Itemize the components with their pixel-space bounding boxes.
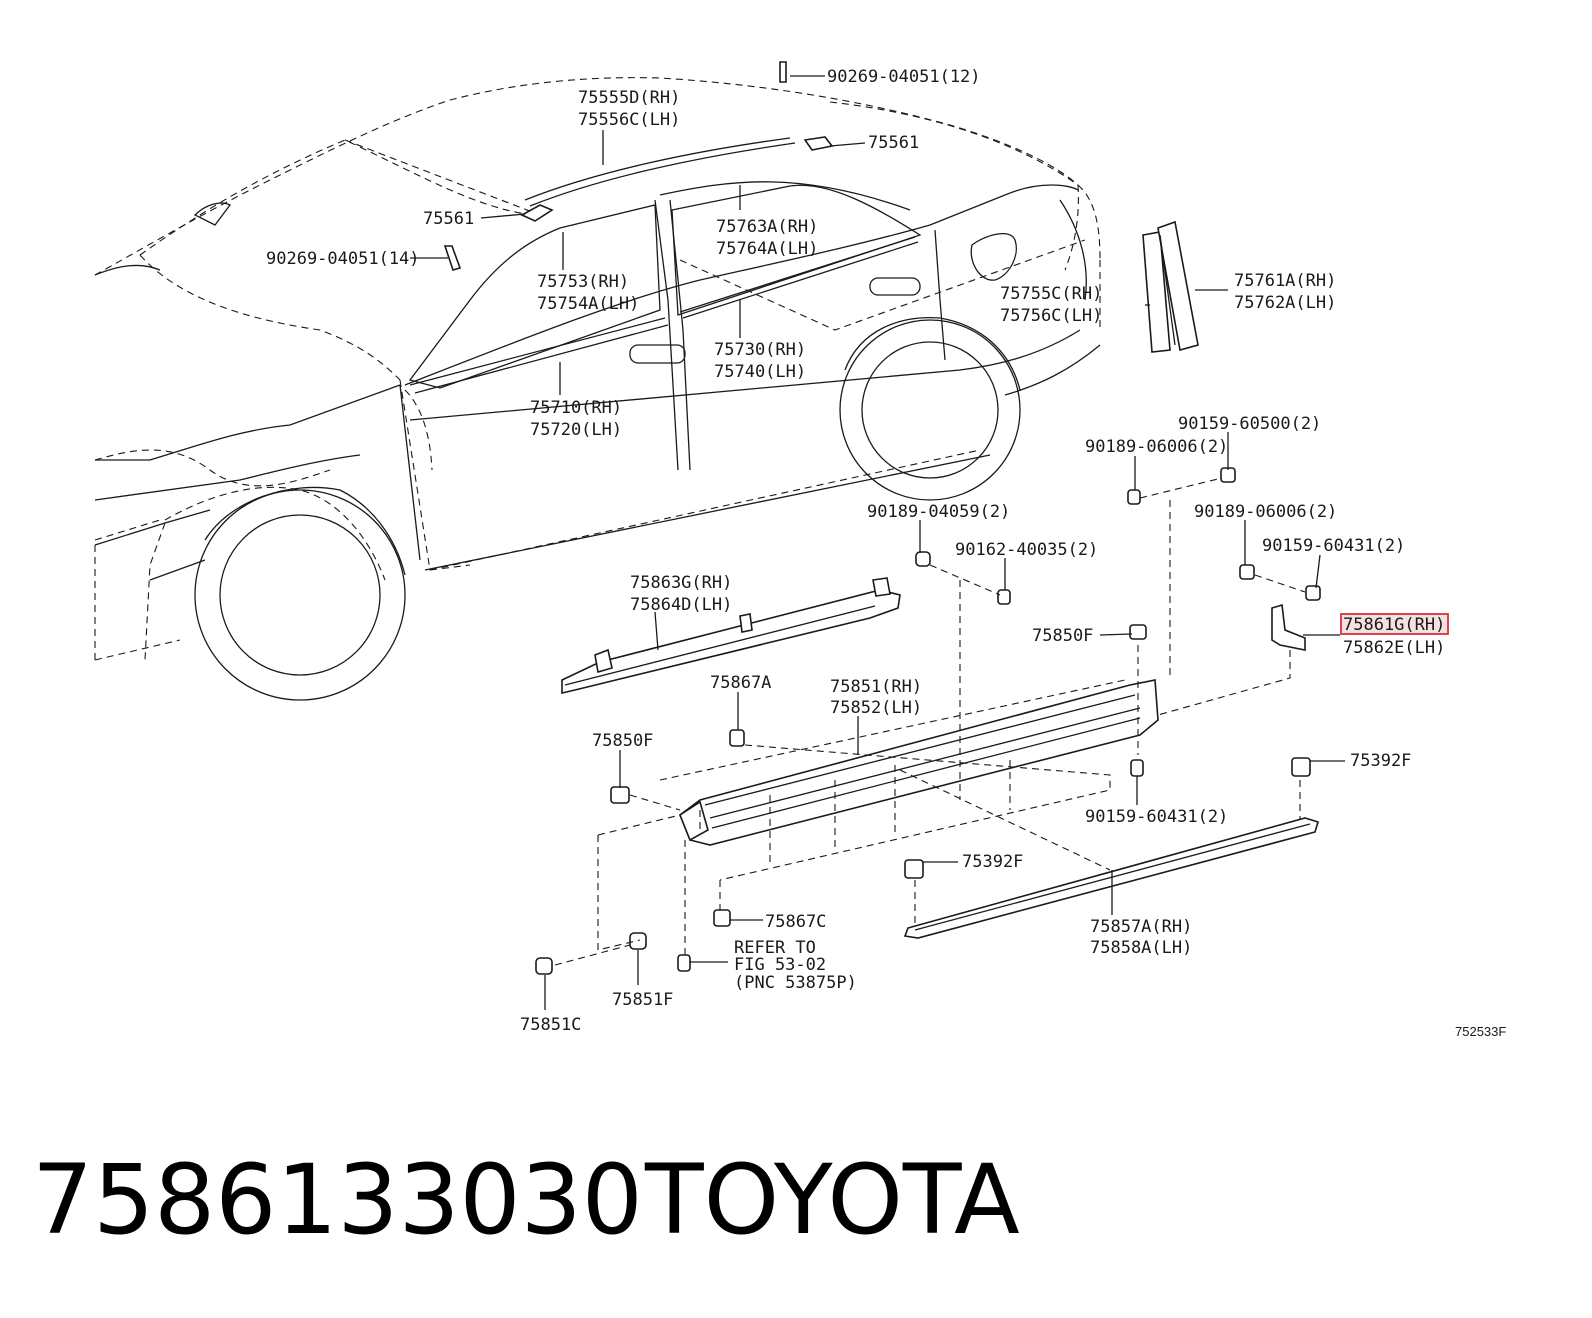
label-refer-pnc: (PNC 53875P) (734, 973, 857, 993)
leader-lines (410, 75, 1345, 1010)
label-90269-04051-14[interactable]: 90269-04051(14) (266, 249, 420, 269)
label-75851[interactable]: 75851(RH) (830, 677, 922, 697)
label-90159-60500[interactable]: 90159-60500(2) (1178, 414, 1321, 434)
car-outline (94, 77, 1101, 661)
label-75762a[interactable]: 75762A(LH) (1234, 293, 1336, 313)
label-75864d[interactable]: 75864D(LH) (630, 595, 732, 615)
label-75392f-mid[interactable]: 75392F (962, 852, 1023, 872)
label-75730[interactable]: 75730(RH) (714, 340, 806, 360)
label-90189-06006-b[interactable]: 90189-06006(2) (1194, 502, 1337, 522)
label-75720[interactable]: 75720(LH) (530, 420, 622, 440)
label-75867a[interactable]: 75867A (710, 673, 771, 693)
label-75392f-right[interactable]: 75392F (1350, 751, 1411, 771)
label-75755c[interactable]: 75755C(RH) (1000, 284, 1102, 304)
label-refer-to: REFER TO (734, 938, 816, 958)
label-75561-top[interactable]: 75561 (868, 133, 919, 153)
assembly-lines (554, 477, 1306, 966)
label-75850f-left[interactable]: 75850F (592, 731, 653, 751)
part-number: 7586133030 (32, 1144, 643, 1256)
label-90269-04051-12[interactable]: 90269-04051(12) (827, 67, 981, 87)
label-75863g[interactable]: 75863G(RH) (630, 573, 732, 593)
part-75863g[interactable] (561, 577, 901, 695)
label-90162-40035[interactable]: 90162-40035(2) (955, 540, 1098, 560)
footer-caption: 7586133030 TOYOTA (0, 1125, 1592, 1275)
label-75862e[interactable]: 75862E(LH) (1343, 638, 1445, 658)
parts-diagram: 90269-04051(12) 75555D(RH) 75556C(LH) 75… (94, 61, 1506, 1039)
car-body (94, 137, 1101, 701)
label-75753[interactable]: 75753(RH) (537, 272, 629, 292)
label-75867c[interactable]: 75867C (765, 912, 826, 932)
label-75852[interactable]: 75852(LH) (830, 698, 922, 718)
figure-code: 752533F (1455, 1024, 1506, 1039)
label-75851c[interactable]: 75851C (520, 1015, 581, 1035)
label-75763a[interactable]: 75763A(RH) (716, 217, 818, 237)
label-90159-60431-b[interactable]: 90159-60431(2) (1085, 807, 1228, 827)
part-labels: 90269-04051(12) 75555D(RH) 75556C(LH) 75… (266, 67, 1506, 1039)
label-75710[interactable]: 75710(RH) (530, 398, 622, 418)
label-75858a[interactable]: 75858A(LH) (1090, 938, 1192, 958)
part-rear-trim[interactable] (1142, 220, 1199, 353)
fasteners[interactable] (535, 467, 1321, 975)
part-75851[interactable] (679, 679, 1159, 846)
label-refer-fig[interactable]: FIG 53-02 (734, 955, 826, 975)
brand-name: TOYOTA (645, 1144, 1020, 1256)
label-75764a[interactable]: 75764A(LH) (716, 239, 818, 259)
label-75754a[interactable]: 75754A(LH) (537, 294, 639, 314)
label-90159-60431-a[interactable]: 90159-60431(2) (1262, 536, 1405, 556)
highlight-box-75861g (1340, 613, 1449, 635)
part-75861g-bracket[interactable] (1271, 603, 1306, 651)
label-75740[interactable]: 75740(LH) (714, 362, 806, 382)
label-75861g-highlighted[interactable]: 75861G(RH) (1343, 615, 1445, 635)
label-75850f-right[interactable]: 75850F (1032, 626, 1093, 646)
label-90189-04059[interactable]: 90189-04059(2) (867, 502, 1010, 522)
label-75756c[interactable]: 75756C(LH) (1000, 306, 1102, 326)
label-75851f[interactable]: 75851F (612, 990, 673, 1010)
label-75556c[interactable]: 75556C(LH) (578, 110, 680, 130)
label-75761a[interactable]: 75761A(RH) (1234, 271, 1336, 291)
label-75555d[interactable]: 75555D(RH) (578, 88, 680, 108)
label-75561-left[interactable]: 75561 (423, 209, 474, 229)
label-90189-06006-a[interactable]: 90189-06006(2) (1085, 437, 1228, 457)
label-75857a[interactable]: 75857A(RH) (1090, 917, 1192, 937)
